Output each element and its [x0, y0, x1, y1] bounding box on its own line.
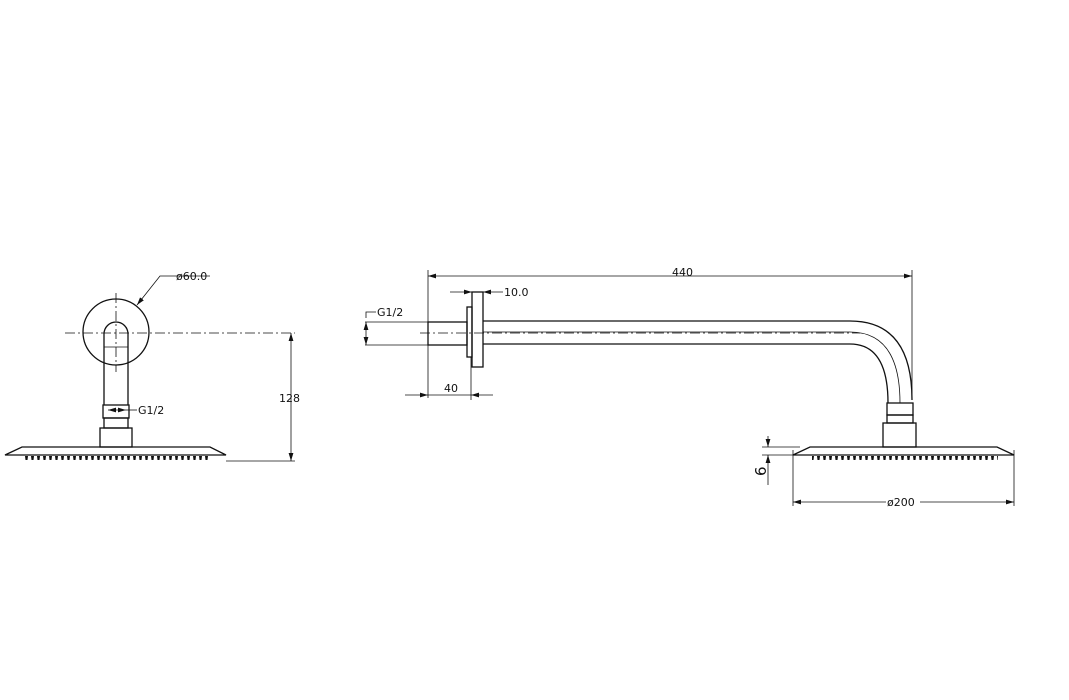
- nut: [886, 402, 914, 416]
- head-diameter-label: ø200: [887, 496, 915, 509]
- nozzles: [812, 455, 998, 462]
- arm-length-label: 440: [672, 266, 693, 279]
- plate-thickness-label: 6: [752, 466, 770, 476]
- wall-plate: [471, 291, 484, 368]
- wall-flange: [82, 298, 150, 366]
- stub-length-label: 40: [444, 382, 458, 395]
- side-view: G1/2 ø60.0 128: [4, 270, 300, 462]
- front-view: G1/2 10.0 440 40 6 ø: [363, 266, 1015, 509]
- shower-arm: [483, 320, 913, 401]
- head-body: [99, 427, 133, 448]
- nozzles: [25, 455, 211, 462]
- thread-label: G1/2: [138, 404, 164, 417]
- flange: [466, 306, 473, 358]
- height-label: 128: [279, 392, 300, 405]
- thread-label: G1/2: [377, 306, 403, 319]
- flange-thickness-label: 10.0: [504, 286, 529, 299]
- thread-stub: [427, 321, 468, 346]
- shower-plate: [792, 446, 1015, 456]
- shower-plate: [4, 446, 227, 456]
- shower-arm: [103, 321, 129, 405]
- flange-diameter-label: ø60.0: [176, 270, 207, 283]
- nut: [102, 404, 130, 419]
- head-body: [882, 422, 917, 448]
